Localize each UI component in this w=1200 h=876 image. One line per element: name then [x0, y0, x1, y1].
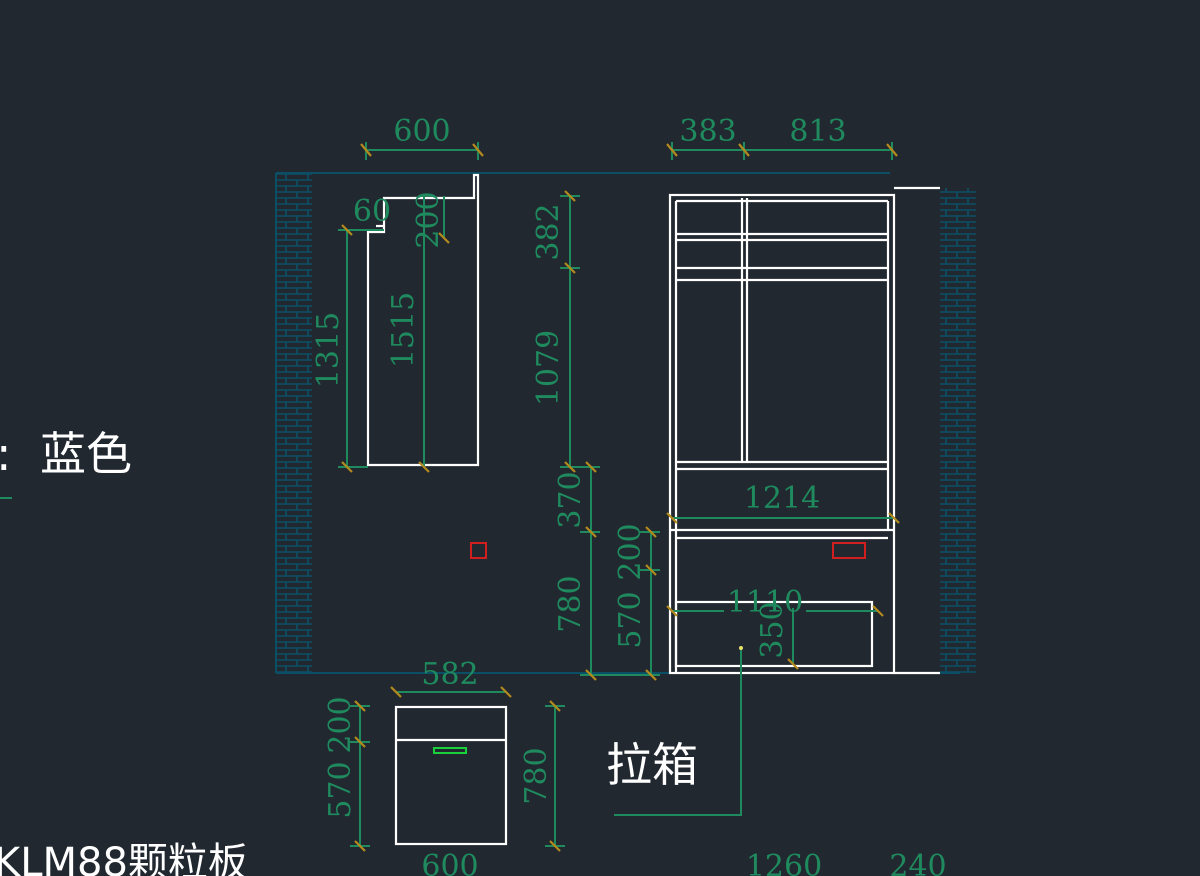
dim-370: 370	[553, 471, 588, 528]
dim-1315: 1315	[311, 312, 346, 388]
small-cabinet-outline	[394, 705, 508, 846]
dim-382: 382	[531, 203, 566, 260]
dim-bottom-240: 240	[889, 849, 946, 876]
dim-bottom-1260: 1260	[746, 849, 822, 876]
drawer-outline	[674, 600, 874, 668]
dim-top-left: 383	[679, 114, 736, 149]
dimension-lines	[338, 142, 900, 852]
dim-780: 780	[553, 575, 588, 632]
dim-1515: 1515	[386, 292, 421, 368]
dim-1110: 1110	[727, 585, 803, 620]
wardrobe-elevation	[668, 186, 940, 675]
wall-hatch-group	[275, 172, 976, 674]
red-marker-right	[832, 542, 866, 559]
dim-1079: 1079	[531, 330, 566, 406]
side-panel-outline	[366, 173, 480, 467]
dim-side-width: 600	[393, 114, 450, 149]
luggage-leader	[614, 648, 742, 816]
red-marker-left	[470, 542, 487, 559]
dim-60: 60	[353, 194, 391, 229]
color-label: 蓝色	[40, 427, 132, 481]
dim-bottom-600: 600	[421, 849, 478, 876]
material-label: KLM88颗粒板	[0, 840, 248, 876]
wardrobe-outline	[668, 193, 896, 675]
dim-200: 200	[613, 523, 648, 580]
small-cabinet	[394, 705, 508, 846]
left-wall-hatch	[276, 173, 312, 673]
color-prefix: :	[0, 427, 12, 481]
side-section	[366, 173, 480, 467]
dim-582: 582	[421, 657, 478, 692]
dim-bottom-780: 780	[519, 747, 554, 804]
cabinet-handle	[433, 747, 467, 754]
dim-top-right: 813	[789, 114, 846, 149]
dim-bottom-200: 200	[323, 696, 358, 753]
dim-bottom-570: 570	[323, 761, 358, 818]
right-wall-hatch	[940, 188, 976, 674]
luggage-label: 拉箱	[606, 738, 698, 792]
dim-1214: 1214	[744, 481, 820, 516]
dim-200-side: 200	[411, 191, 446, 248]
dimension-texts: 600 383 813 60 200 1315 1515 382 1079 37…	[311, 114, 947, 876]
labels: : 蓝色 拉箱 KLM88颗粒板	[0, 427, 698, 876]
dim-350: 350	[755, 601, 790, 658]
dim-570: 570	[613, 591, 648, 648]
